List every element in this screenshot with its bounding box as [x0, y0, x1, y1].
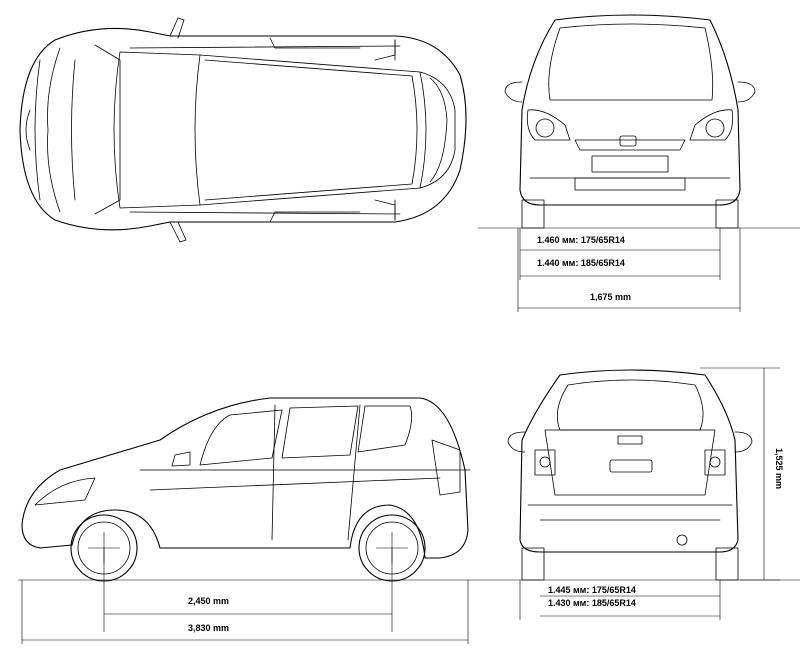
overall-width-label: 1,675 mm	[590, 292, 631, 302]
side-view	[18, 397, 800, 644]
rear-track-175-label: 1.445 мм: 175/65R14	[548, 585, 636, 595]
front-track-185-label: 1.440 мм: 185/65R14	[537, 258, 625, 268]
front-view	[478, 14, 800, 312]
overall-height-label: 1,525 mm	[774, 448, 784, 489]
rear-view	[507, 367, 780, 620]
top-view	[19, 17, 467, 243]
wheelbase-label: 2,450 mm	[188, 596, 229, 606]
overall-length-label: 3,830 mm	[188, 623, 229, 633]
front-track-175-label: 1.460 мм: 175/65R14	[537, 235, 625, 245]
rear-track-185-label: 1.430 мм: 185/65R14	[548, 598, 636, 608]
